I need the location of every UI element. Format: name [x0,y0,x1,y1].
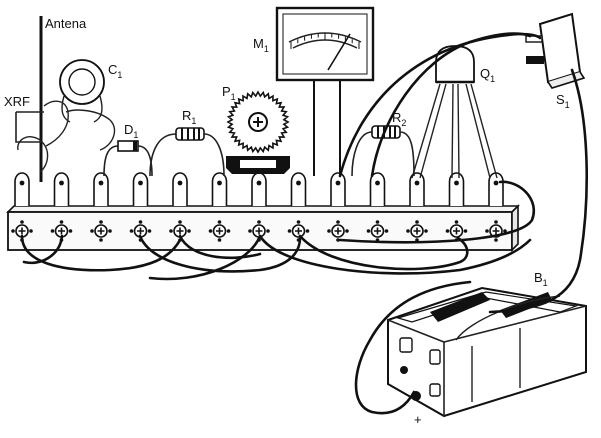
terminal-lug [409,172,425,206]
meter-m1: M1 [253,6,375,176]
terminal-screw [327,220,349,242]
terminal-lug-hole [138,180,143,186]
xrf-label: XRF [4,94,30,109]
terminal-lug-hole [177,180,183,186]
terminal-lug [251,172,267,206]
meter-scale-ticks [290,33,360,49]
diode-d1: D1 [103,122,153,177]
antenna-label: Antena [45,16,87,31]
terminal-screw [208,220,231,242]
b1-label: B1 [534,270,548,288]
terminal-lug-hole [256,180,262,186]
q1-label: Q1 [480,66,495,84]
terminal-lug [290,172,307,206]
terminal-lug-hole [414,180,420,186]
terminal-lug [53,172,70,206]
terminal-lug-hole [335,180,341,186]
m1-label: M1 [253,36,269,54]
terminal-lug [448,172,465,206]
r2-label: R2 [392,110,406,128]
terminal-screw [248,220,270,242]
terminal-screw [366,220,389,242]
terminal-lug [132,172,149,206]
terminal-lug-hole [98,180,104,186]
terminal-lug-hole [59,180,64,186]
capacitor-c1: C1 [59,59,122,123]
transistor-q1: Q1 [411,45,498,179]
c1-label: C1 [108,62,122,80]
terminal-screw [445,220,468,242]
terminal-lug-hole [375,180,380,186]
s1-label: S1 [556,92,570,110]
antenna: Antena [39,16,87,182]
terminal-lug [14,172,30,206]
terminal-lug-hole [217,180,222,186]
resistor-r1: R1 [149,108,225,177]
terminal-lug [330,172,346,206]
terminal-lug-hole [19,180,25,186]
terminal-lug [488,172,504,206]
terminal-strip [6,172,520,252]
switch-s1: S1 [525,12,586,110]
terminal-lugs [14,172,504,206]
terminal-lug-hole [454,180,459,186]
terminal-screw [406,220,428,242]
wiring [20,32,589,415]
terminal-lug-hole [493,180,499,186]
terminal-lug-hole [296,180,301,186]
coil-xrf: XRF [4,94,116,173]
resistor-r2: R2 [351,110,415,177]
terminal-lug [93,172,109,206]
terminal-screw [50,220,73,242]
potentiometer-p1: P1 [222,84,290,174]
terminal-screw [90,220,112,242]
terminal-lug [172,172,188,206]
battery-holder-b1: B1 + [387,270,587,427]
p1-label: P1 [222,84,236,102]
d1-label: D1 [124,122,138,140]
battery-plus-label: + [414,412,422,427]
r1-label: R1 [182,108,196,126]
terminal-lug [369,172,386,206]
terminal-lug [211,172,228,206]
